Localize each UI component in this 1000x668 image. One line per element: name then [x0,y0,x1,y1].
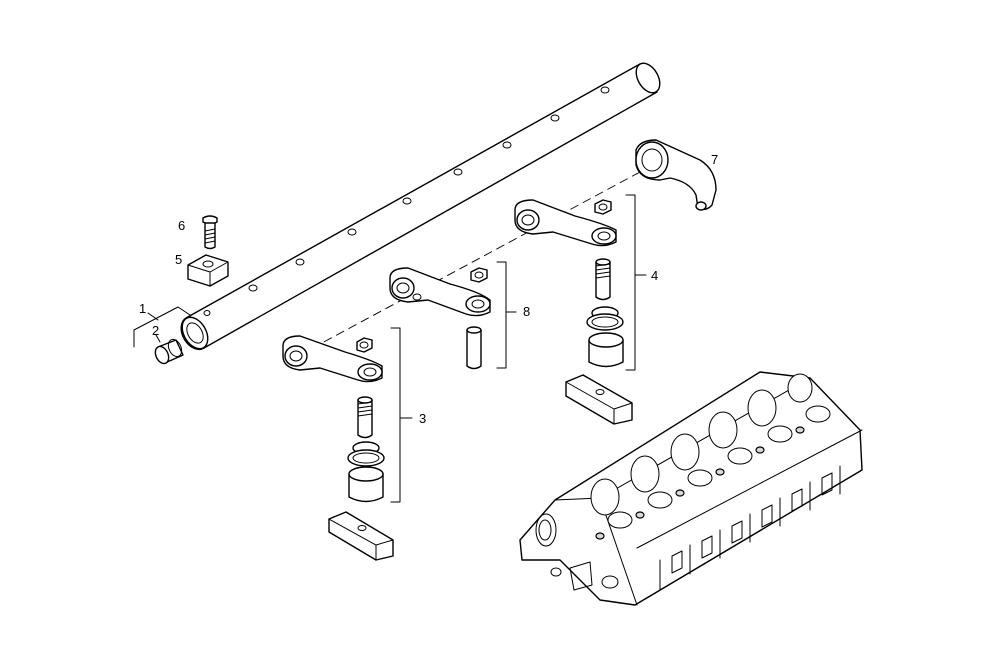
rocker-axis-dashed-line [319,171,641,345]
bridge-4 [565,374,633,425]
adjusting-nut-8 [470,267,488,283]
adjusting-screw-3 [357,396,373,439]
callout-label-5: 5 [175,252,182,267]
callout-label-2: 2 [152,323,159,338]
valve-cup-3 [348,466,384,503]
end-support-bracket [635,139,717,211]
shaft-end-plug [154,338,184,365]
adjusting-nut-3 [356,337,373,353]
adjusting-nut-4 [594,199,612,215]
callout-label-1: 1 [139,301,146,316]
cylinder-ports [590,373,813,516]
callout-bracket-1 [133,306,191,348]
callout-label-3: 3 [419,411,426,426]
callout-bracket-4 [625,194,647,371]
valve-spring-seat-4 [586,306,624,331]
cylinder-head [519,371,863,606]
callout-bracket-3 [390,327,413,503]
callout-label-7: 7 [711,152,718,167]
bridge-3 [328,511,394,561]
valve-cup-4 [588,332,624,368]
callout-labels: 1 2 3 4 5 6 7 8 [139,152,718,426]
adjusting-screw-4 [595,258,611,301]
shaft-bracket [187,254,229,287]
rocker-shaft [180,62,661,351]
callout-label-8: 8 [523,304,530,319]
rocker-arm-group-4 [514,199,617,247]
callout-bracket-8 [496,261,517,369]
callout-label-4: 4 [651,268,658,283]
callout-label-6: 6 [178,218,185,233]
cylinder-side-ribs [659,465,841,591]
rocker-arm-group-8 [389,267,491,317]
adjusting-screw-8 [466,326,482,370]
rocker-arm-group-3 [282,335,383,383]
cylinder-valve-seats [595,405,831,540]
valve-spring-seat-3 [347,441,385,467]
shaft-bolt [202,215,218,250]
